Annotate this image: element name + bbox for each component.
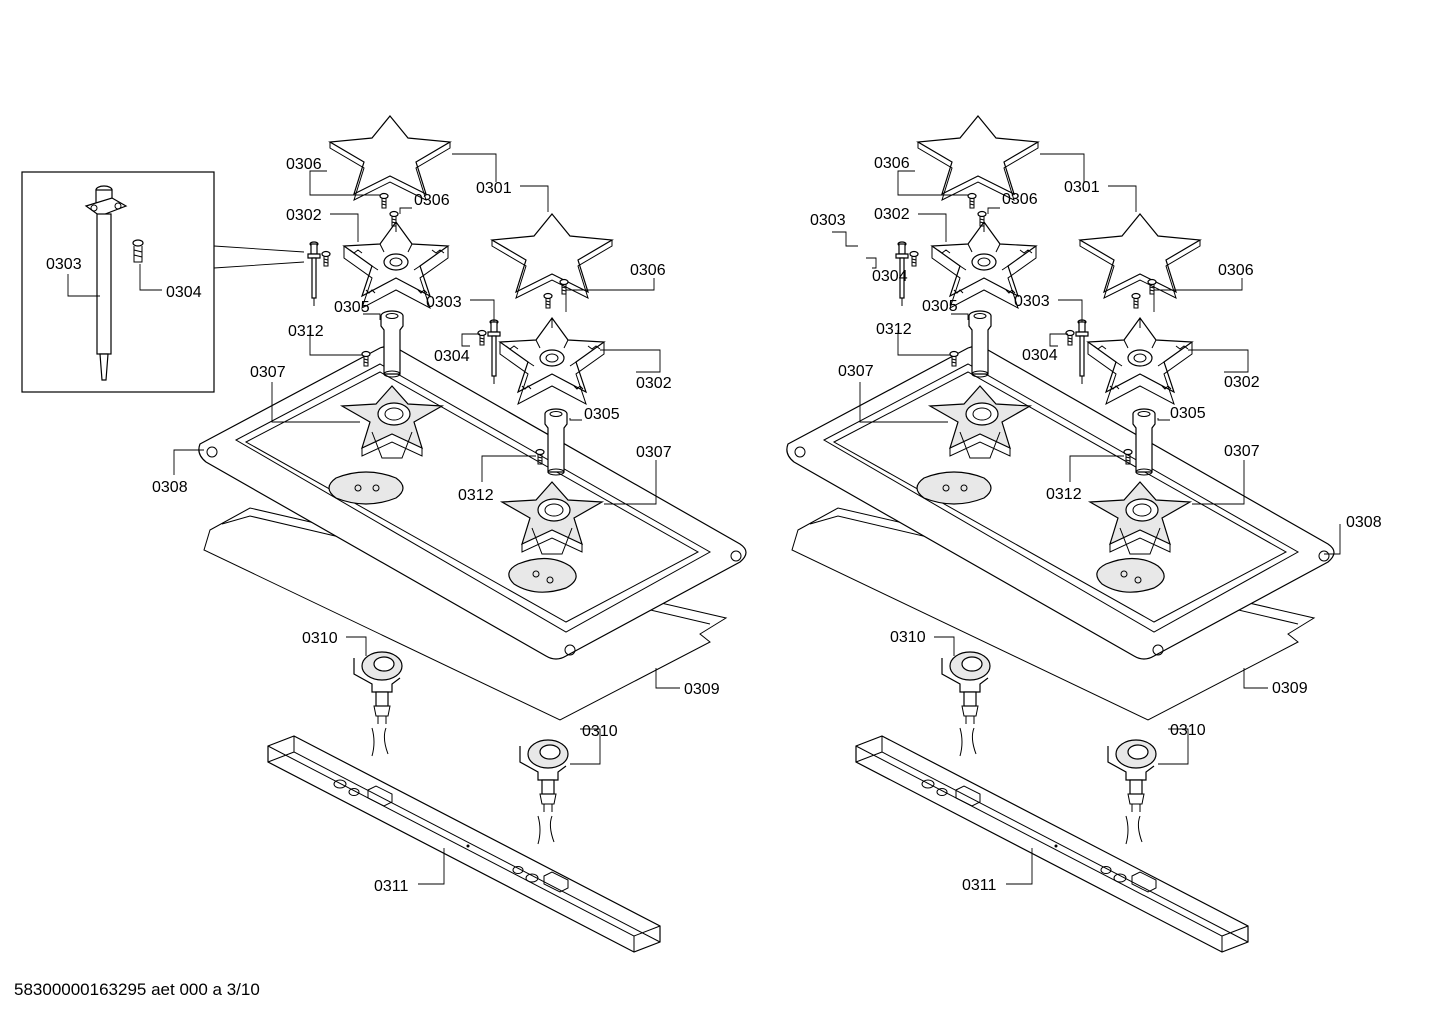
label-0304-b: 0304 bbox=[1022, 347, 1058, 364]
label-0310-b: 0310 bbox=[1170, 722, 1206, 739]
label-0304-b: 0304 bbox=[434, 348, 470, 365]
label-0310-a: 0310 bbox=[890, 629, 926, 646]
label-0307-b: 0307 bbox=[1224, 443, 1260, 460]
left-assembly: 0306 0301 0302 0306 0303 0304 0305 0303 … bbox=[21, 116, 746, 952]
label-0306-a: 0306 bbox=[874, 155, 910, 172]
label-0304-inset: 0304 bbox=[166, 284, 202, 301]
label-0302-a: 0302 bbox=[874, 206, 910, 223]
label-0302-b: 0302 bbox=[636, 375, 672, 392]
label-0310-b: 0310 bbox=[582, 723, 618, 740]
label-0309: 0309 bbox=[1272, 680, 1308, 697]
document-code: 58300000163295 aet 000 a 3/10 bbox=[14, 980, 260, 999]
label-0302-a: 0302 bbox=[286, 207, 322, 224]
inset-detail-box bbox=[21, 171, 305, 393]
label-0307-a: 0307 bbox=[838, 363, 874, 380]
label-0303-inset: 0303 bbox=[46, 256, 82, 273]
label-0312-b: 0312 bbox=[458, 487, 494, 504]
label-0312-b: 0312 bbox=[1046, 486, 1082, 503]
label-0306-b: 0306 bbox=[414, 192, 450, 209]
label-0303-a: 0303 bbox=[810, 212, 846, 229]
label-0307-b: 0307 bbox=[636, 444, 672, 461]
label-0308: 0308 bbox=[152, 479, 188, 496]
label-0303-b: 0303 bbox=[1014, 293, 1050, 310]
label-0305-b: 0305 bbox=[584, 406, 620, 423]
label-0308: 0308 bbox=[1346, 514, 1382, 531]
label-0307-a: 0307 bbox=[250, 364, 286, 381]
label-0310-a: 0310 bbox=[302, 630, 338, 647]
label-0305-a: 0305 bbox=[334, 299, 370, 316]
label-0312-a: 0312 bbox=[288, 323, 324, 340]
label-0306-c: 0306 bbox=[630, 262, 666, 279]
label-0305-b: 0305 bbox=[1170, 405, 1206, 422]
label-0301: 0301 bbox=[476, 180, 512, 197]
label-0301: 0301 bbox=[1064, 179, 1100, 196]
label-0309: 0309 bbox=[684, 681, 720, 698]
label-0306-c: 0306 bbox=[1218, 262, 1254, 279]
label-0303-b: 0303 bbox=[426, 294, 462, 311]
label-0311: 0311 bbox=[374, 878, 409, 895]
label-0304-a: 0304 bbox=[872, 268, 908, 285]
label-0302-b: 0302 bbox=[1224, 374, 1260, 391]
label-0306-b: 0306 bbox=[1002, 191, 1038, 208]
label-0305-a: 0305 bbox=[922, 298, 958, 315]
right-assembly: 0306 0301 0303 0302 0306 0304 0305 0306 … bbox=[787, 116, 1382, 952]
label-0311: 0311 bbox=[962, 877, 997, 894]
label-0312-a: 0312 bbox=[876, 321, 912, 338]
label-0306-a: 0306 bbox=[286, 156, 322, 173]
